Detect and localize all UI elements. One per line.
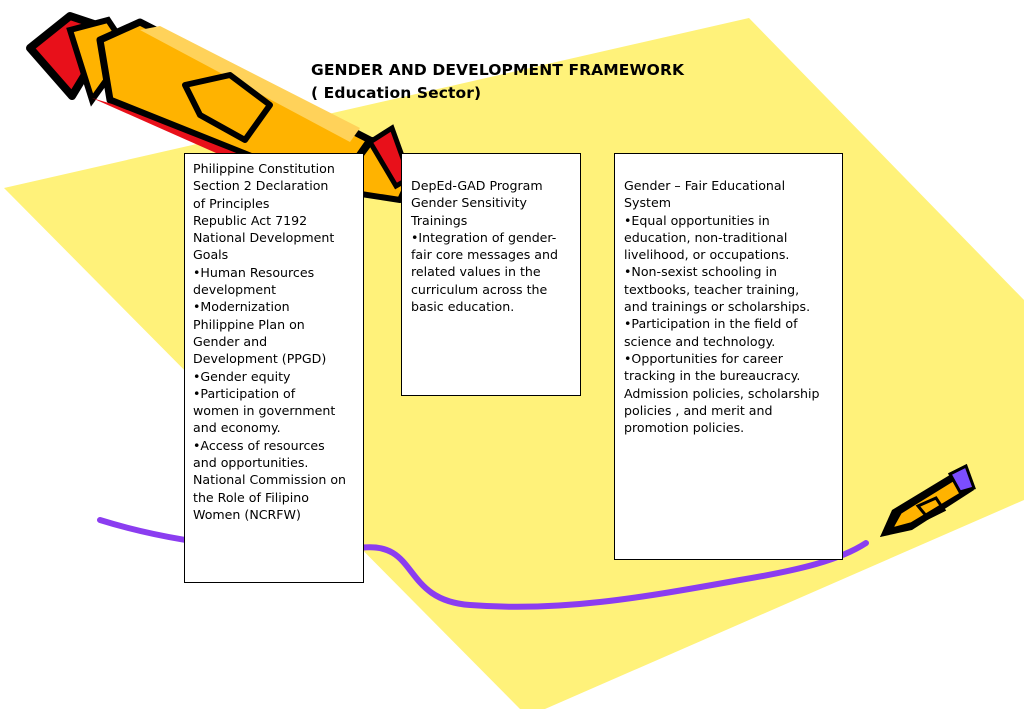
- text-line: •Access of resources: [193, 437, 325, 453]
- text-line: livelihood, or occupations.: [624, 247, 790, 263]
- text-line: Section 2 Declaration: [193, 178, 329, 194]
- text-line: Women (NCRFW): [193, 506, 301, 522]
- text-line: Gender Sensitivity: [411, 195, 527, 211]
- text-line: basic education.: [411, 299, 515, 315]
- title-line-2: ( Education Sector): [311, 84, 482, 102]
- text-line: and economy.: [193, 420, 281, 436]
- text-line: of Principles: [193, 195, 270, 211]
- text-line: Goals: [193, 247, 229, 263]
- box-deped-gad-program: DepEd-GAD Program Gender Sensitivity Tra…: [401, 153, 581, 396]
- text-line: Trainings: [411, 212, 468, 228]
- text-line: curriculum across the: [411, 281, 548, 297]
- text-line: •Opportunities for career: [624, 350, 783, 366]
- title-line-1: GENDER AND DEVELOPMENT FRAMEWORK: [311, 61, 685, 79]
- text-line: science and technology.: [624, 333, 776, 349]
- text-line: related values in the: [411, 264, 541, 280]
- text-line: Gender – Fair Educational: [624, 178, 786, 193]
- text-line: and trainings or scholarships.: [624, 299, 811, 315]
- text-line: Philippine Constitution: [193, 161, 335, 176]
- text-line: System: [624, 195, 671, 211]
- box-national-framework: Philippine Constitution Section 2 Declar…: [184, 153, 364, 583]
- text-line: and opportunities.: [193, 455, 309, 471]
- text-line: National Development: [193, 230, 335, 246]
- text-line: women in government: [193, 403, 336, 419]
- text-line: education, non-traditional: [624, 229, 788, 245]
- small-pencil-icon: [880, 463, 976, 537]
- text-line: development: [193, 282, 277, 298]
- text-line: •Modernization: [193, 299, 290, 315]
- text-line: Philippine Plan on: [193, 316, 305, 332]
- text-line: the Role of Filipino: [193, 489, 309, 505]
- text-line: textbooks, teacher training,: [624, 281, 800, 297]
- text-line: •Non-sexist schooling in: [624, 264, 777, 280]
- text-line: Admission policies, scholarship: [624, 385, 820, 401]
- text-line: DepEd-GAD Program: [411, 178, 543, 193]
- text-line: •Gender equity: [193, 368, 291, 384]
- text-line: policies , and merit and: [624, 402, 773, 418]
- text-line: Republic Act 7192: [193, 212, 308, 228]
- text-line: promotion policies.: [624, 420, 745, 436]
- box-gender-fair-system: Gender – Fair Educational System •Equal …: [614, 153, 843, 560]
- text-line: •Participation of: [193, 385, 296, 401]
- text-line: •Human Resources: [193, 264, 315, 280]
- text-line: •Integration of gender-: [411, 229, 557, 245]
- text-line: Development (PPGD): [193, 351, 327, 367]
- text-line: Gender and: [193, 333, 268, 349]
- text-line: •Equal opportunities in: [624, 212, 770, 228]
- text-line: National Commission on: [193, 472, 347, 488]
- text-line: fair core messages and: [411, 247, 558, 263]
- text-line: tracking in the bureaucracy.: [624, 368, 801, 384]
- text-line: •Participation in the field of: [624, 316, 798, 332]
